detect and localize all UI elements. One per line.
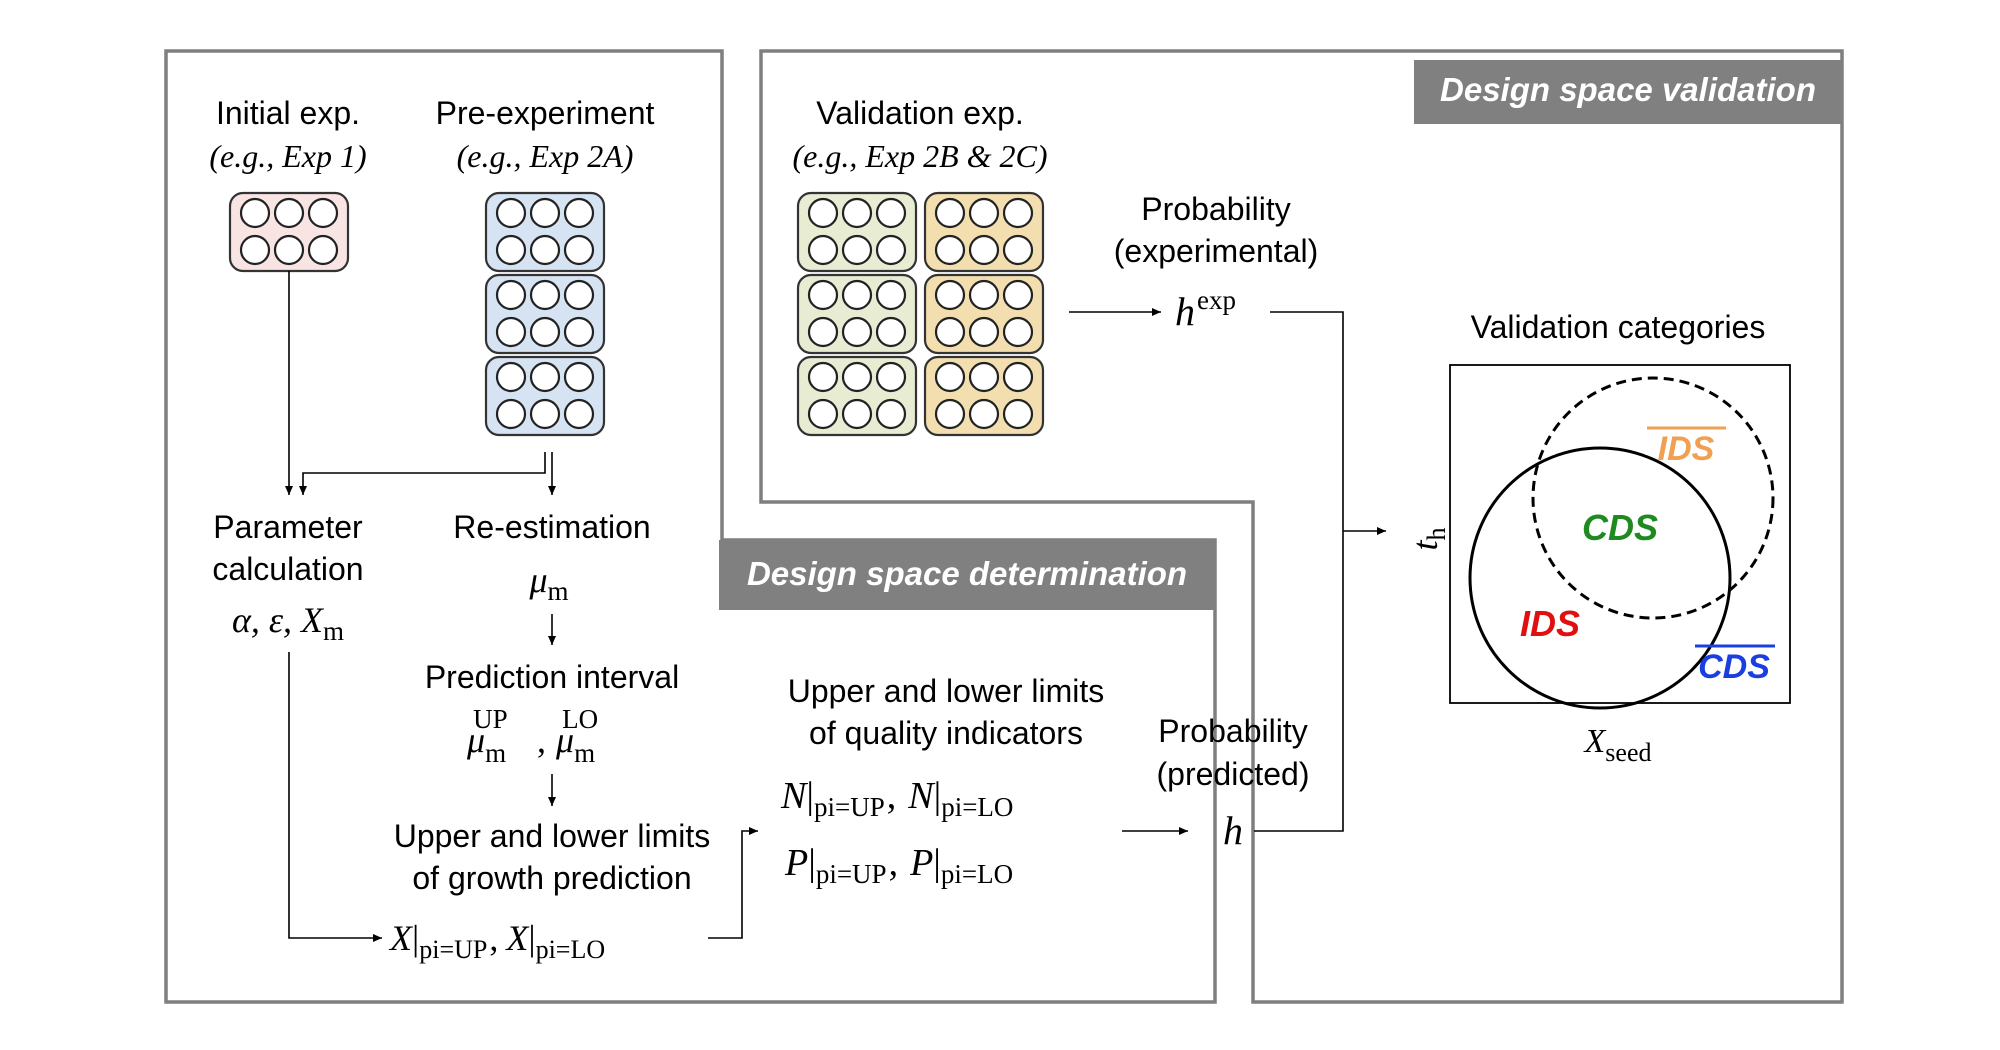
probability-experimental-line2: (experimental): [1114, 233, 1319, 269]
arrow-pre-to-param: [299, 452, 546, 495]
growth-limits-line2: of growth prediction: [412, 860, 691, 896]
parameter-label-line1: Parameter: [213, 509, 363, 545]
reestimation-label: Re-estimation: [453, 509, 650, 545]
pre-plate-1: [484, 191, 606, 273]
probability-experimental-line1: Probability: [1141, 191, 1290, 227]
arrow-param-to-growth: [288, 652, 382, 942]
validation-plates: [796, 191, 1045, 437]
validation-categories-title: Validation categories: [1471, 309, 1766, 345]
validation-plate-l2: [796, 273, 918, 355]
validation-frame: [759, 49, 1844, 1004]
pre-plate-2: [484, 273, 606, 355]
cds-label: CDS: [1582, 507, 1658, 548]
x-axis-label: Xseed: [1583, 723, 1652, 767]
probability-predicted-symbol: h: [1223, 808, 1243, 853]
svg-text:IDS: IDS: [1658, 430, 1715, 468]
categories-box: [1449, 364, 1791, 704]
validation-plate-r3: [923, 355, 1045, 437]
ids-bar-label: IDS: [1647, 426, 1726, 468]
quality-limits-line1: Upper and lower limits: [788, 673, 1105, 709]
pre-experiment-title: Pre-experiment: [436, 95, 655, 131]
probability-predicted-line2: (predicted): [1157, 756, 1310, 792]
growth-limits-line1: Upper and lower limits: [394, 818, 711, 854]
svg-text:CDS: CDS: [1698, 648, 1770, 686]
prediction-interval-label: Prediction interval: [425, 659, 679, 695]
quality-limits-p: P|pi=UP,P|pi=LO: [784, 842, 1013, 889]
initial-exp-title: Initial exp.: [216, 95, 360, 131]
arrow-growth-to-quality: [708, 827, 758, 939]
pre-experiment-example: (e.g., Exp 2A): [457, 138, 634, 174]
validation-badge: [1414, 60, 1842, 124]
validation-plate-r1: [923, 191, 1045, 273]
experimental-region-circle: [1531, 376, 1775, 620]
pre-experiment-plates: [484, 191, 606, 437]
validation-plate-l3: [796, 355, 918, 437]
initial-plate: [228, 191, 350, 273]
parameter-symbols: α, ε, Xm: [232, 600, 344, 646]
validation-exp-example: (e.g., Exp 2B & 2C): [792, 138, 1047, 174]
cds-bar-label: CDS: [1695, 644, 1775, 686]
validation-plate-l1: [796, 191, 918, 273]
line-hexp-to-categories: [1270, 311, 1344, 531]
line-h-to-categories: [1254, 531, 1344, 832]
validation-exp-title: Validation exp.: [816, 95, 1024, 131]
probability-predicted-line1: Probability: [1158, 713, 1307, 749]
initial-exp-example: (e.g., Exp 1): [209, 138, 366, 174]
quality-limits-line2: of quality indicators: [809, 715, 1083, 751]
prediction-interval-lo: μmLO: [555, 704, 598, 768]
reestimation-symbol: μm: [528, 560, 568, 606]
determination-title: Design space determination: [747, 555, 1187, 592]
y-axis-label: th: [1405, 527, 1451, 550]
parameter-label-line2: calculation: [212, 551, 363, 587]
determination-badge: [719, 540, 1215, 610]
prediction-interval-up: μmUP: [466, 704, 508, 768]
quality-limits-n: N|pi=UP,N|pi=LO: [780, 775, 1013, 822]
probability-experimental-symbol: hexp: [1175, 285, 1236, 334]
ids-label: IDS: [1520, 603, 1580, 644]
validation-title: Design space validation: [1440, 71, 1816, 108]
predicted-region-circle: [1468, 446, 1732, 710]
validation-plate-r2: [923, 273, 1045, 355]
pre-plate-3: [484, 355, 606, 437]
growth-limits-formula: X|pi=UP,X|pi=LO: [388, 918, 605, 964]
prediction-interval-sep: ,: [537, 720, 546, 760]
